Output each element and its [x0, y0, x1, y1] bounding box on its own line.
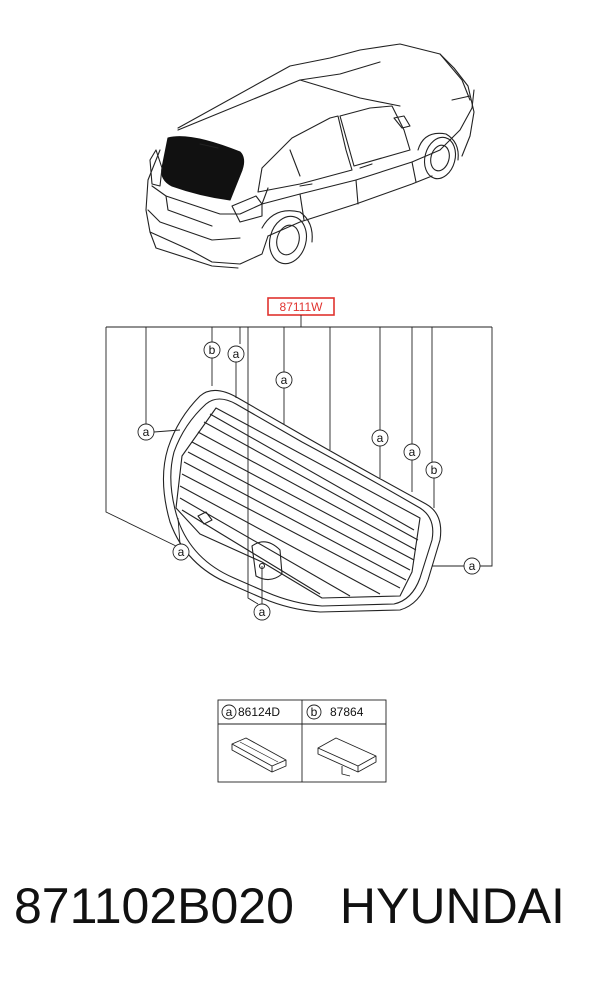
callout-b-1: b — [203, 341, 221, 359]
legend-item-a-part-number: 86124D — [238, 705, 280, 719]
callout-a-3: a — [137, 423, 155, 441]
callout-a-5-label: a — [409, 445, 416, 459]
callout-a-1-label: a — [233, 347, 240, 361]
callout-a-5: a — [403, 443, 421, 461]
vehicle-illustration — [145, 43, 475, 269]
callout-b-1-label: b — [209, 343, 216, 357]
part-a-clip-drawing — [231, 737, 287, 773]
callout-a-8: a — [253, 603, 271, 621]
callout-a-7-label: a — [469, 559, 476, 573]
callout-a-6: a — [172, 543, 190, 561]
footer-part-code: 871102B020 — [14, 878, 294, 934]
footer: 871102B020 HYUNDAI — [14, 876, 594, 936]
callout-b-2-label: b — [431, 463, 438, 477]
callout-a-7: a — [463, 557, 481, 575]
legend-item-a: a 86124D — [221, 704, 280, 720]
callout-a-4: a — [371, 429, 389, 447]
callout-a-1: a — [227, 345, 245, 363]
callout-a-2-label: a — [281, 373, 288, 387]
rear-glass-part — [162, 389, 442, 613]
callout-a-2: a — [275, 371, 293, 389]
legend-item-b-key: b — [311, 705, 318, 719]
callout-a-4-label: a — [377, 431, 384, 445]
callout-b-2: b — [425, 461, 443, 479]
callout-a-6-label: a — [178, 545, 185, 559]
callout-a-8-label: a — [259, 605, 266, 619]
legend-table: a 86124D b 87864 — [217, 699, 387, 783]
rear-glass-on-vehicle — [161, 136, 245, 201]
main-part-number: 87111W — [280, 300, 324, 314]
legend-item-a-key: a — [226, 705, 233, 719]
legend-item-b: b 87864 — [306, 704, 364, 720]
leader-lines — [105, 315, 493, 605]
callout-a-3-label: a — [143, 425, 150, 439]
part-b-pad-drawing — [317, 737, 377, 777]
footer-brand: HYUNDAI — [339, 878, 565, 934]
legend-item-b-part-number: 87864 — [330, 705, 364, 719]
